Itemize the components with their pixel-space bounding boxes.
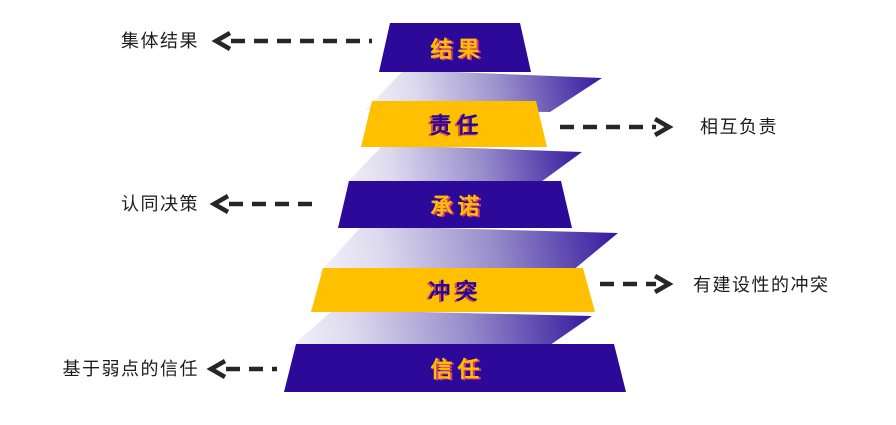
- pyramid-level-conflict: 冲突: [311, 268, 595, 312]
- annotation-vulnerability-trust: 基于弱点的信任: [62, 359, 199, 379]
- pyramid-level-label: 结果: [430, 36, 485, 62]
- annotation-constructive-conflict: 有建设性的冲突: [693, 275, 830, 295]
- pyramid-level-trust: 信任: [284, 344, 626, 392]
- pyramid-level-commitment: 承诺: [338, 181, 572, 228]
- pyramid-level-label: 冲突: [428, 279, 483, 304]
- arrow-right-accountability: [560, 117, 674, 137]
- pyramid-level-label: 责任: [429, 113, 484, 138]
- pyramid-level-results: 结果: [379, 23, 531, 72]
- annotation-buy-in-decisions: 认同决策: [121, 194, 199, 214]
- arrow-left-results: [211, 31, 372, 51]
- shadow-ribbon-2: [342, 145, 582, 190]
- pyramid-level-label: 信任: [430, 357, 485, 382]
- shadow-ribbon-3: [318, 226, 618, 276]
- arrow-right-conflict: [600, 274, 674, 294]
- pyramid-level-label: 承诺: [430, 193, 485, 219]
- annotation-collective-results: 集体结果: [121, 31, 199, 51]
- shadow-ribbon-4: [288, 310, 592, 352]
- arrow-left-commitment: [209, 194, 321, 214]
- pyramid-level-accountability: 责任: [361, 101, 547, 147]
- arrow-left-trust: [206, 359, 277, 379]
- annotation-mutual-accountability: 相互负责: [700, 117, 778, 137]
